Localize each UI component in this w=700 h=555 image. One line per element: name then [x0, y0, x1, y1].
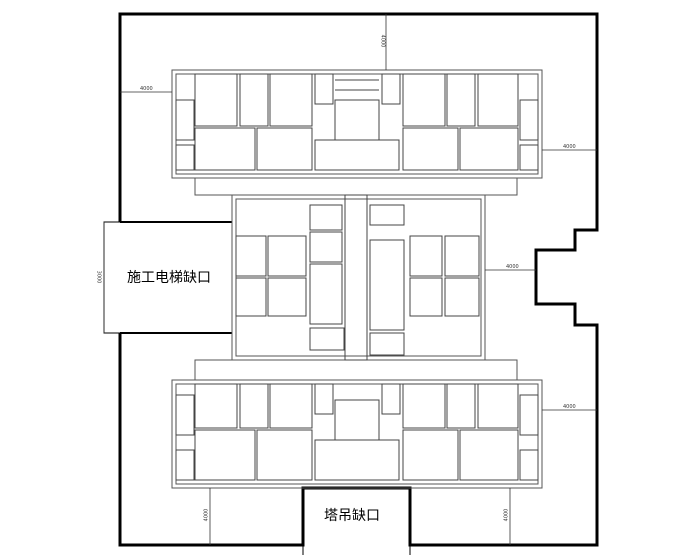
dimension-left-mid: 3000 [95, 270, 102, 284]
dimension-right-lower: 4000 [563, 404, 576, 410]
dimension-bottom-right: 4000 [503, 508, 510, 522]
elevator-gap-label: 施工电梯缺口 [127, 270, 211, 286]
dimension-right-mid: 4000 [506, 264, 519, 270]
building-plan [171, 69, 543, 489]
dimension-top: 4000 [379, 34, 386, 48]
crane-gap-label: 塔吊缺口 [324, 508, 380, 524]
dimension-left-upper: 4000 [140, 86, 153, 92]
dimension-lines [103, 14, 597, 545]
dimension-bottom-left: 4000 [203, 508, 210, 522]
outer-boundary [118, 12, 599, 547]
dimension-right-upper: 4000 [563, 144, 576, 150]
crane-gap-lines [302, 545, 411, 555]
